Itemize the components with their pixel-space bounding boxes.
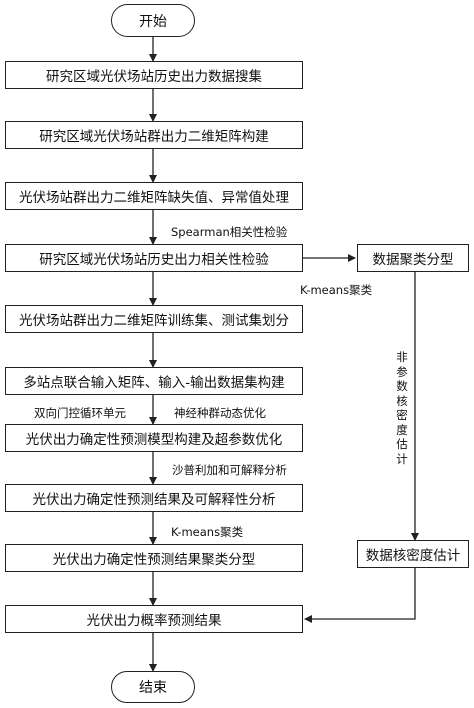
step-interpretability-analysis: 光伏出力确定性预测结果及可解释性分析 bbox=[5, 484, 303, 512]
step-correlation-test: 研究区域光伏场站历史出力相关性检验 bbox=[5, 244, 303, 272]
step-matrix-construction: 研究区域光伏场站群出力二维矩阵构建 bbox=[5, 121, 303, 149]
start-terminal: 开始 bbox=[111, 4, 195, 37]
step-train-test-split: 光伏场站群出力二维矩阵训练集、测试集划分 bbox=[5, 305, 303, 333]
step-dataset-construction: 多站点联合输入矩阵、输入-输出数据集构建 bbox=[5, 367, 303, 395]
label-bigru: 双向门控循环单元 bbox=[34, 406, 126, 420]
step-missing-outlier-processing: 光伏场站群出力二维矩阵缺失值、异常值处理 bbox=[5, 182, 303, 210]
label-kmeans-main: K-means聚类 bbox=[171, 525, 244, 539]
arrow-kde-to-step10 bbox=[304, 568, 416, 623]
label-spearman: Spearman相关性检验 bbox=[171, 225, 288, 239]
side-box-data-clustering: 数据聚类分型 bbox=[357, 244, 469, 272]
end-terminal: 结束 bbox=[111, 671, 195, 703]
step-data-collection: 研究区域光伏场站历史出力数据搜集 bbox=[5, 61, 303, 89]
step-probabilistic-result: 光伏出力概率预测结果 bbox=[5, 605, 303, 633]
step-model-construction: 光伏出力确定性预测模型构建及超参数优化 bbox=[5, 424, 303, 452]
label-kmeans-side: K-means聚类 bbox=[300, 283, 373, 297]
label-nonparametric-kde: 非参数核密度估计 bbox=[396, 350, 408, 466]
label-shap-analysis: 沙普利加和可解释分析 bbox=[172, 463, 287, 477]
side-box-kernel-density: 数据核密度估计 bbox=[357, 540, 469, 568]
label-nes-optimization: 神经种群动态优化 bbox=[174, 406, 266, 420]
step-result-clustering: 光伏出力确定性预测结果聚类分型 bbox=[5, 544, 303, 572]
